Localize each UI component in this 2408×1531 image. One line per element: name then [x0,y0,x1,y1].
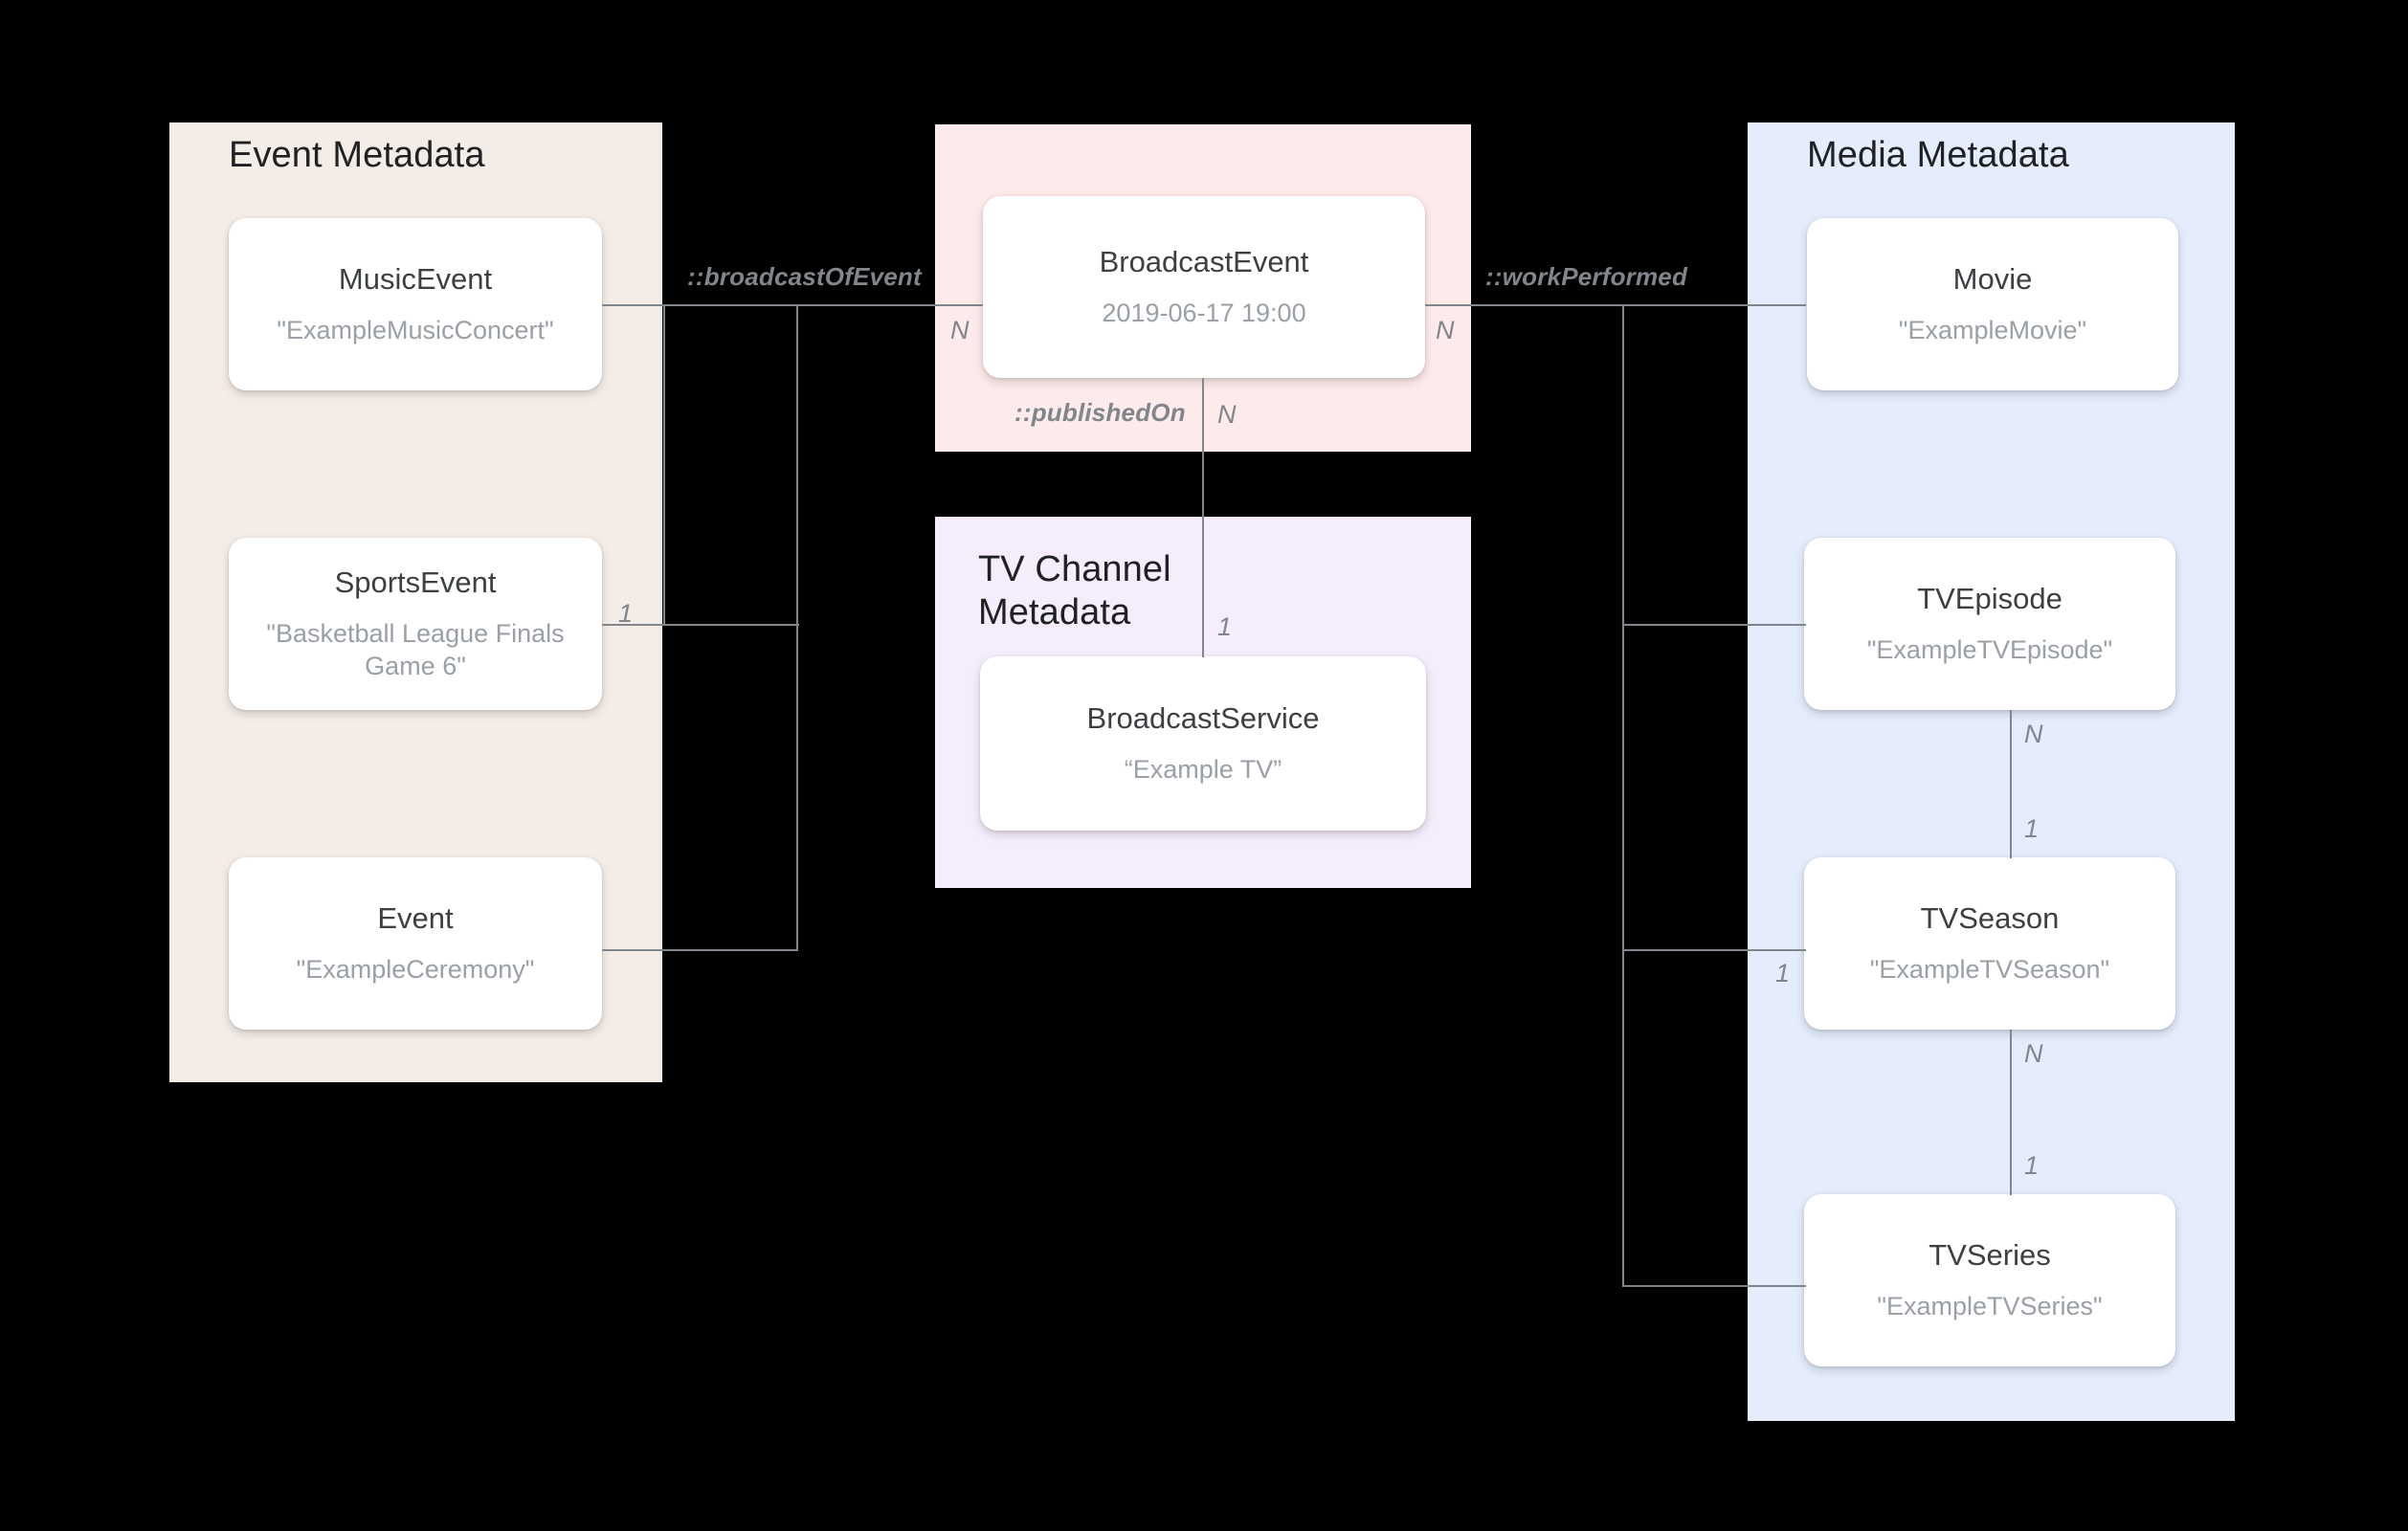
entity-type-label: BroadcastService [1086,701,1320,736]
connector-broadcast-of-event-main [663,304,983,306]
relation-label-broadcast-of-event: ::broadcastOfEvent [687,262,922,291]
connector-tv-episode-horizontal [1622,624,1806,626]
entity-type-label: TVEpisode [1917,582,2062,616]
entity-value-label: “Example TV” [1124,755,1282,785]
entity-card-tv-episode[interactable]: TVEpisode "ExampleTVEpisode" [1804,538,2175,710]
connector-tv-series-horizontal [1622,1285,1806,1287]
entity-value-label: 2019-06-17 19:00 [1102,299,1306,328]
entity-card-movie[interactable]: Movie "ExampleMovie" [1807,218,2178,390]
cardinality-tv-season-left-1: 1 [1775,959,1791,987]
entity-card-tv-series[interactable]: TVSeries "ExampleTVSeries" [1804,1194,2175,1366]
entity-card-sports-event[interactable]: SportsEvent "Basketball League Finals Ga… [229,538,602,710]
entity-card-music-event[interactable]: MusicEvent "ExampleMusicConcert" [229,218,602,390]
panel-media-metadata-title: Media Metadata [1807,135,2069,175]
entity-type-label: BroadcastEvent [1099,245,1309,279]
connector-sports-event-horizontal [602,624,799,626]
cardinality-season-series-1: 1 [2024,1151,2040,1180]
connector-season-series-vertical [2010,1030,2012,1195]
cardinality-sports-event-1: 1 [618,599,634,628]
entity-card-tv-season[interactable]: TVSeason "ExampleTVSeason" [1804,857,2175,1030]
entity-card-broadcast-service[interactable]: BroadcastService “Example TV” [980,656,1426,831]
connector-event-horizontal [602,949,797,951]
entity-value-label: "ExampleTVSeason" [1869,955,2110,985]
connector-trunk-right [1622,304,1624,1286]
cardinality-broadcast-service-1: 1 [1217,612,1233,641]
entity-value-label: "ExampleTVSeries" [1877,1292,2103,1321]
connector-episode-season-vertical [2010,710,2012,858]
connector-work-performed-main [1425,304,1806,306]
entity-type-label: MusicEvent [338,262,493,297]
connector-published-on-vertical [1202,378,1204,657]
entity-card-broadcast-event[interactable]: BroadcastEvent 2019-06-17 19:00 [983,196,1425,378]
cardinality-published-on-n: N [1217,400,1237,429]
entity-type-label: TVSeason [1920,901,2060,936]
entity-type-label: SportsEvent [334,566,497,600]
cardinality-broadcast-event-right-n: N [1436,316,1455,344]
connector-tv-season-horizontal [1622,949,1806,951]
cardinality-season-series-n: N [2024,1039,2043,1068]
cardinality-episode-season-n: N [2024,720,2043,748]
entity-value-label: "Basketball League Finals Game 6" [266,618,565,681]
entity-value-label: "ExampleMusicConcert" [277,316,554,345]
relation-label-published-on: ::publishedOn [1014,398,1186,427]
entity-type-label: Movie [1952,262,2033,297]
relation-label-work-performed: ::workPerformed [1485,262,1688,291]
cardinality-broadcast-event-left-n: N [950,316,970,344]
entity-value-label: "ExampleCeremony" [296,955,535,985]
entity-type-label: TVSeries [1929,1238,2051,1273]
cardinality-episode-season-1: 1 [2024,814,2040,843]
connector-trunk-left-outer [663,304,665,626]
entity-value-label: "ExampleMovie" [1898,316,2087,345]
entity-type-label: Event [377,901,454,936]
connector-trunk-left-inner [796,304,798,951]
panel-event-metadata-title: Event Metadata [229,135,485,175]
panel-tv-channel-metadata-title: TV Channel Metadata [978,549,1171,632]
entity-value-label: "ExampleTVEpisode" [1866,635,2113,665]
entity-card-event[interactable]: Event "ExampleCeremony" [229,857,602,1030]
